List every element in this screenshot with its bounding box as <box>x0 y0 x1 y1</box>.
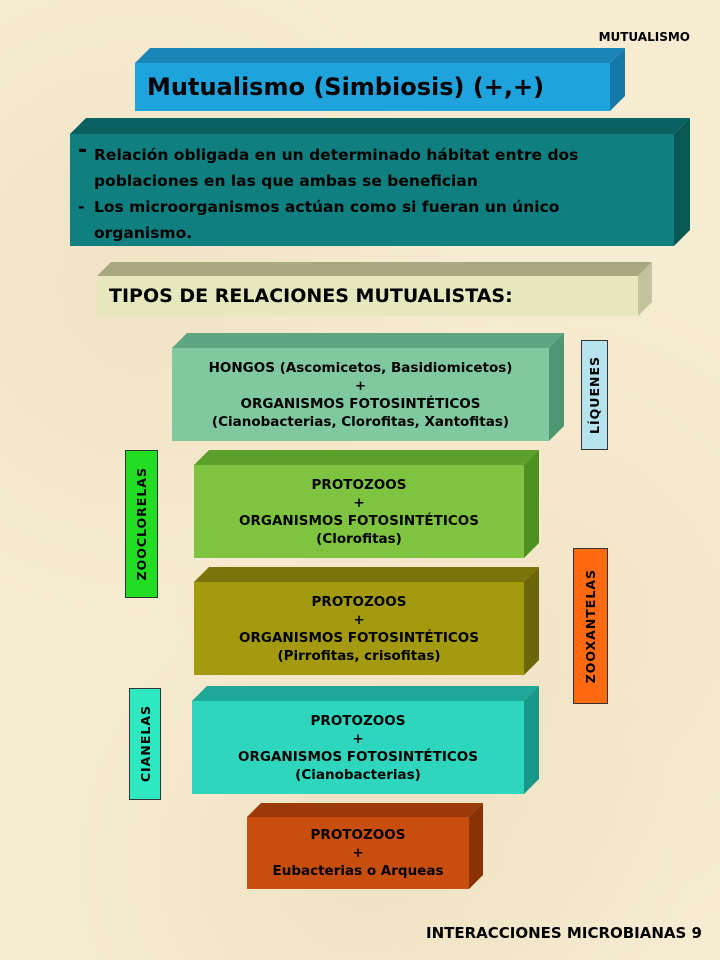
definition-line: organismo. <box>94 224 193 242</box>
relation-line: ORGANISMOS FOTOSINTÉTICOS <box>239 512 479 529</box>
definition-line: Relación obligada en un determinado hábi… <box>94 146 579 164</box>
label-zooxantelas-text: ZOOXANTELAS <box>583 568 598 684</box>
label-zooclorelas-text: ZOOCLORELAS <box>134 467 149 581</box>
relation-box-zooclorelas: PROTOZOOS + ORGANISMOS FOTOSINTÉTICOS (C… <box>194 450 539 558</box>
bullet-dash: - <box>78 138 88 163</box>
definition-line: poblaciones en las que ambas se benefici… <box>94 172 478 190</box>
relation-line: + <box>352 845 364 861</box>
relation-line: ORGANISMOS FOTOSINTÉTICOS <box>239 629 479 646</box>
types-heading-box: TIPOS DE RELACIONES MUTUALISTAS: <box>97 262 652 316</box>
label-liquenes: LÍQUENES <box>581 340 608 450</box>
relation-line: Eubacterias o Arqueas <box>272 863 444 879</box>
definition-box: - Relación obligada en un determinado há… <box>70 118 690 246</box>
relation-line: ORGANISMOS FOTOSINTÉTICOS <box>238 748 478 765</box>
relation-line: (Cianobacterias) <box>295 766 421 783</box>
section-header: MUTUALISMO <box>598 30 690 44</box>
relation-line: + <box>354 377 367 394</box>
label-zooxantelas: ZOOXANTELAS <box>573 548 608 704</box>
label-zooclorelas: ZOOCLORELAS <box>125 450 158 598</box>
relation-line: + <box>353 611 365 628</box>
bullet-dash: - <box>78 198 85 216</box>
relation-line: (Cianobacterias, Clorofitas, Xantofitas) <box>211 413 510 430</box>
relation-line: + <box>353 494 365 511</box>
label-cianelas: CIANELAS <box>129 688 161 800</box>
relation-line: (Pirrofitas, crisofitas) <box>277 647 441 664</box>
relation-line: (Clorofitas) <box>316 530 402 547</box>
relation-line: + <box>352 730 364 747</box>
relation-line: PROTOZOOS <box>311 593 407 610</box>
relation-line: PROTOZOOS <box>311 476 407 493</box>
relation-line: PROTOZOOS <box>310 712 406 729</box>
label-cianelas-text: CIANELAS <box>137 705 153 783</box>
relation-line: PROTOZOOS <box>310 827 406 843</box>
relation-line: HONGOS (Ascomicetos, Basidiomicetos) <box>208 359 513 376</box>
title-box-face: Mutualismo (Simbiosis) (+,+) <box>135 63 610 111</box>
relation-box-zooxantelas: PROTOZOOS + ORGANISMOS FOTOSINTÉTICOS (P… <box>194 567 539 675</box>
relation-box-bacterias: PROTOZOOS + Eubacterias o Arqueas <box>247 803 483 889</box>
definition-line: Los microorganismos actúan como si fuera… <box>94 198 560 216</box>
page-title: Mutualismo (Simbiosis) (+,+) <box>147 73 545 101</box>
relation-box-cianelas: PROTOZOOS + ORGANISMOS FOTOSINTÉTICOS (C… <box>192 686 539 794</box>
relation-line: ORGANISMOS FOTOSINTÉTICOS <box>240 395 481 412</box>
footer: INTERACCIONES MICROBIANAS 9 <box>425 924 702 942</box>
types-heading: TIPOS DE RELACIONES MUTUALISTAS: <box>109 285 513 307</box>
title-box: Mutualismo (Simbiosis) (+,+) <box>135 48 625 111</box>
relation-box-liquenes: HONGOS (Ascomicetos, Basidiomicetos) + O… <box>172 333 564 441</box>
label-liquenes-text: LÍQUENES <box>587 356 602 434</box>
